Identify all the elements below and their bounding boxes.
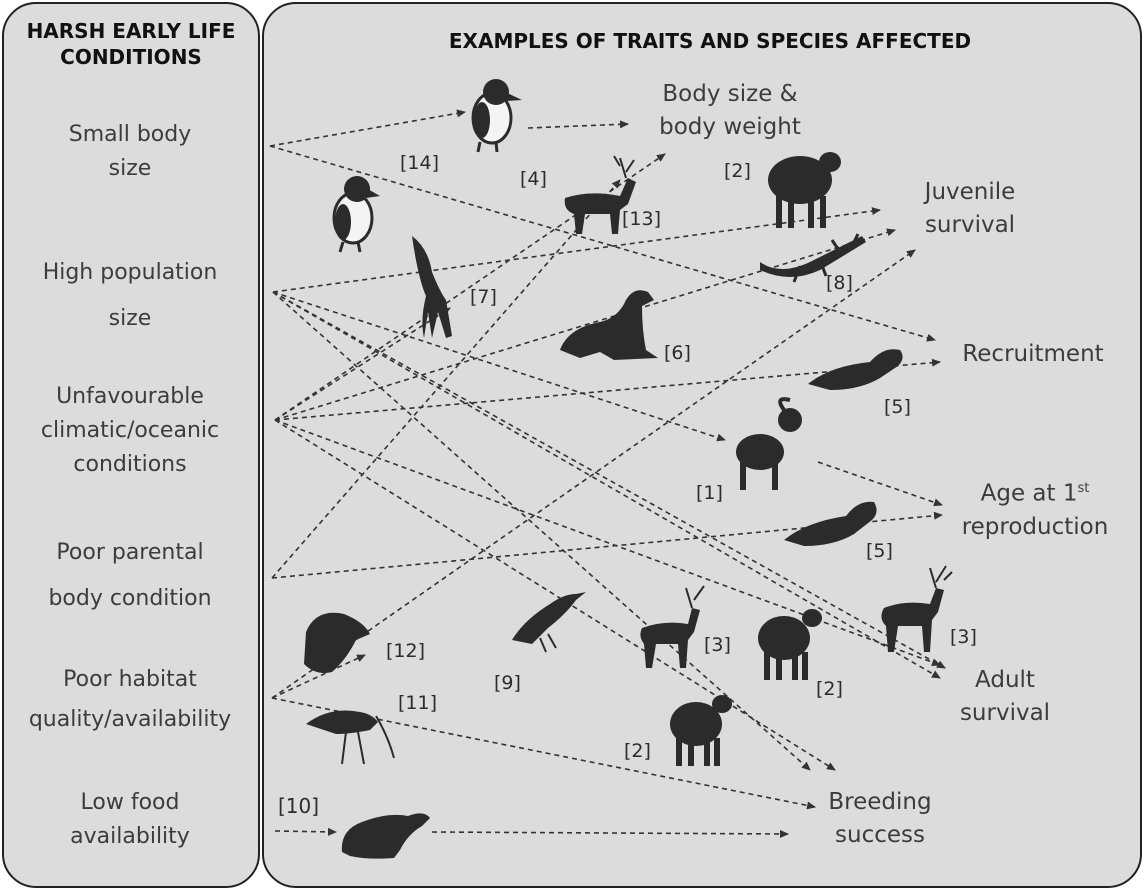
trait-line: Breeding [800,786,960,819]
otter-icon [342,813,430,858]
sheep-icon [758,609,822,680]
puffin-icon [334,176,380,252]
trait-line: Adult [930,664,1080,697]
deer-icon [640,586,704,668]
trait-recruitment: Recruitment [938,338,1128,371]
deer-icon [881,566,952,652]
ref-deer-top-left: [4] [520,168,547,190]
trait-text: Age at 1 [981,481,1078,507]
trait-adult-survival: Adult survival [930,664,1080,730]
arrow-habitat-to-juvenile [272,250,915,698]
trait-line: survival [890,209,1050,242]
seal-icon [784,502,877,546]
trait-superscript: st [1077,481,1089,496]
curlew-icon [306,711,394,765]
ref-squid: [7] [470,286,497,308]
trait-juvenile-survival: Juvenile survival [890,176,1050,242]
ref-deer-top-right: [13] [622,208,661,230]
ref-otter: [10] [278,794,319,818]
arrow-highpop-to-ram [273,292,725,440]
arrow-small-to-body [270,112,465,146]
arrow-puffin-to-body [528,124,628,128]
ref-eagle: [12] [386,640,425,662]
ref-curlew: [11] [398,692,437,714]
arrow-otter-to-breeding [432,832,788,834]
arrow-lowfood-to-otter [275,831,336,832]
ref-sheep-bottom: [2] [624,740,651,762]
trait-line: Recruitment [938,338,1128,371]
ref-crow: [9] [494,672,521,694]
ref-sheep-top: [2] [724,160,751,182]
ref-deer-right: [3] [950,626,977,648]
sheep-icon [670,695,732,766]
ref-seal-top: [5] [884,396,911,418]
ref-seal-mid: [5] [866,540,893,562]
seal-icon [808,349,903,390]
ref-deer-mid: [3] [704,634,731,656]
ref-ram: [1] [696,482,723,504]
arrow-climate-to-juvenile [275,230,895,420]
ref-sheep-mid: [2] [816,678,843,700]
trait-line: success [800,819,960,852]
eagle-icon [304,613,370,673]
ref-puffin-top: [14] [400,152,439,174]
ref-lizard: [8] [826,272,853,294]
ram-icon [736,399,802,490]
trait-line: body weight [620,111,840,144]
ref-sea-lion: [6] [664,342,691,364]
crow-icon [512,592,586,652]
sea-lion-icon [560,290,658,360]
arrow-climate-to-adult [275,420,940,665]
trait-line: Body size & [620,78,840,111]
arrow-ram-to-age [818,462,942,505]
trait-age-first-reproduction: Age at 1st reproduction [940,472,1130,544]
trait-body-size: Body size & body weight [620,78,840,144]
puffin-icon [473,79,522,152]
trait-line: survival [930,697,1080,730]
trait-line: reproduction [940,511,1130,544]
arrow-parental-to-body [272,180,620,578]
trait-line: Juvenile [890,176,1050,209]
trait-breeding-success: Breeding success [800,786,960,852]
trait-line: Age at 1st [940,472,1130,511]
